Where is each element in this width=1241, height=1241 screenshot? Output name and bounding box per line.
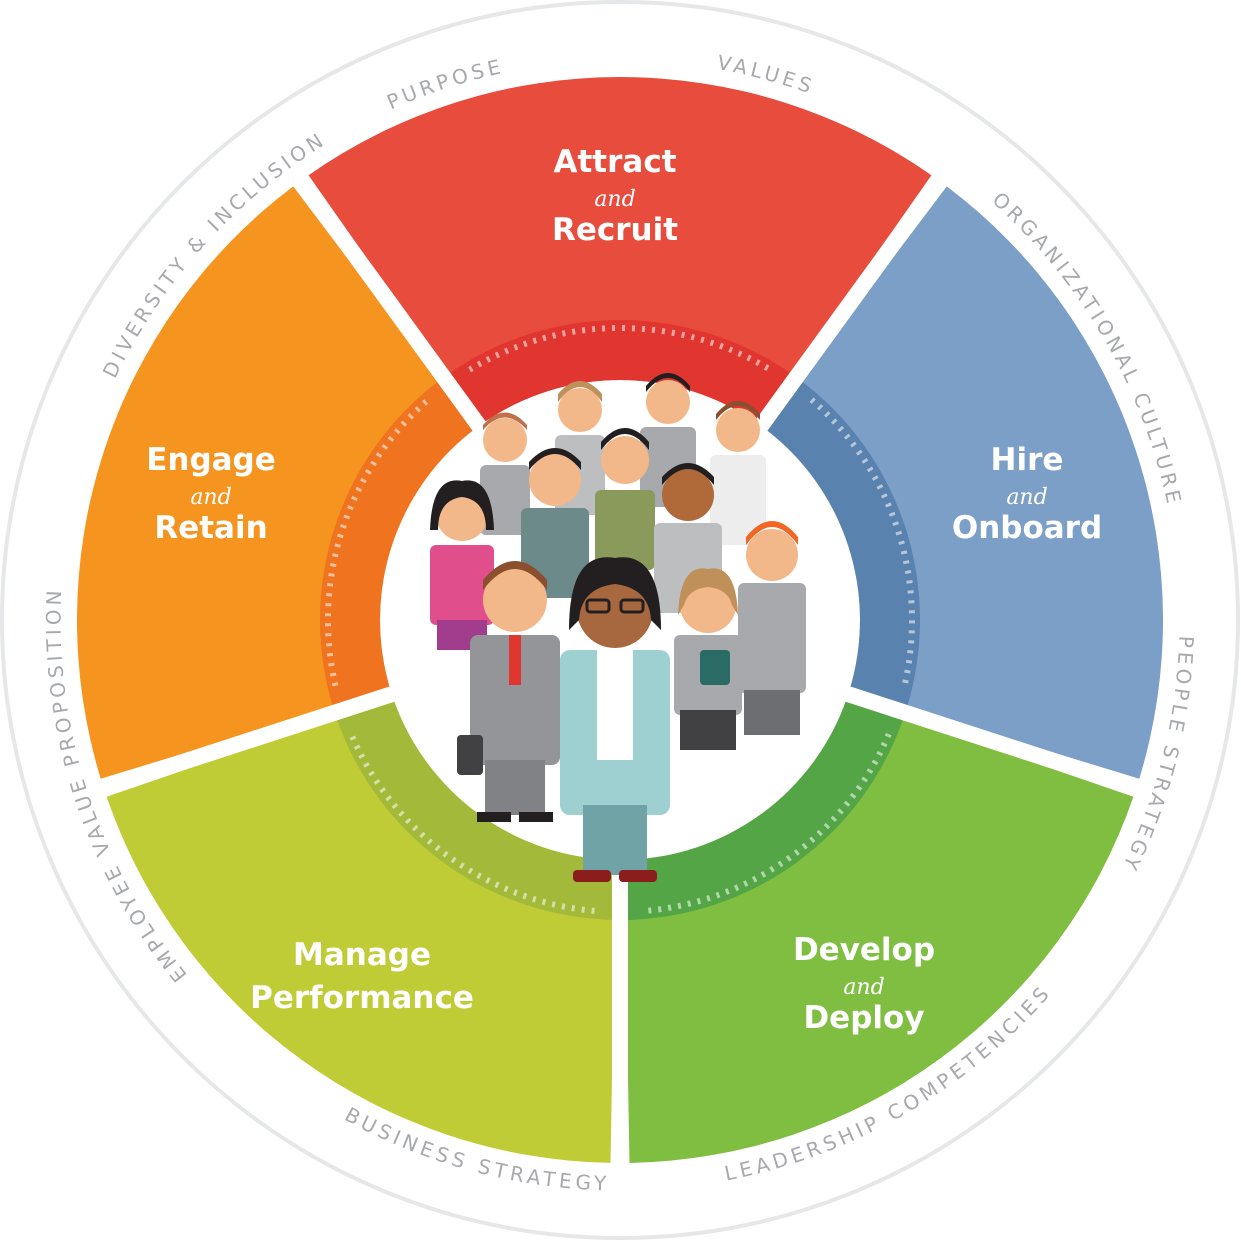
segment-develop-shape: [624, 698, 1134, 1163]
segment-attract-line2: Recruit: [552, 212, 678, 248]
segment-hire-line2: Onboard: [952, 510, 1102, 546]
segment-manage: [106, 698, 616, 1163]
segment-hire-inner-band: [764, 380, 920, 708]
segment-engage-inner-band: [319, 380, 476, 708]
segment-engage-line1: Engage: [146, 442, 276, 478]
segment-hire-line1: Hire: [991, 442, 1064, 478]
segment-hire-arrow-arc: [809, 397, 915, 687]
segment-develop-connector: and: [843, 975, 884, 1000]
segment-develop-line1: Develop: [793, 932, 935, 968]
segment-hire-connector: and: [1006, 485, 1047, 510]
segment-manage-line2: Performance: [250, 980, 474, 1016]
segment-develop: [624, 698, 1134, 1163]
segment-engage: [76, 186, 476, 779]
segment-manage-line1: Manage: [293, 937, 431, 973]
segment-manage-inner-band: [336, 698, 616, 920]
segment-engage-connector: and: [190, 485, 231, 510]
segment-hire: [764, 186, 1163, 779]
segment-manage-shape: [106, 698, 616, 1163]
segment-develop-line2: Deploy: [803, 1000, 924, 1036]
segment-attract-line1: Attract: [553, 144, 676, 180]
segment-engage-line2: Retain: [154, 510, 267, 546]
segment-divider: [841, 685, 1147, 798]
segment-attract-connector: and: [594, 187, 635, 212]
segment-attract-arrow-arc: [468, 325, 772, 373]
segment-divider: [751, 169, 951, 435]
segment-attract-shape: [308, 76, 932, 424]
segment-develop-inner-band: [624, 698, 904, 920]
segment-divider: [289, 169, 489, 435]
segment-attract: [308, 76, 932, 424]
segment-manage-arrow-arc: [348, 732, 595, 914]
segment-develop-arrow-arc: [645, 732, 892, 914]
segment-engage-arrow-arc: [325, 397, 431, 687]
segment-attract-inner-band: [447, 319, 793, 424]
people-group-icon: [388, 373, 852, 882]
segment-divider: [93, 685, 399, 798]
